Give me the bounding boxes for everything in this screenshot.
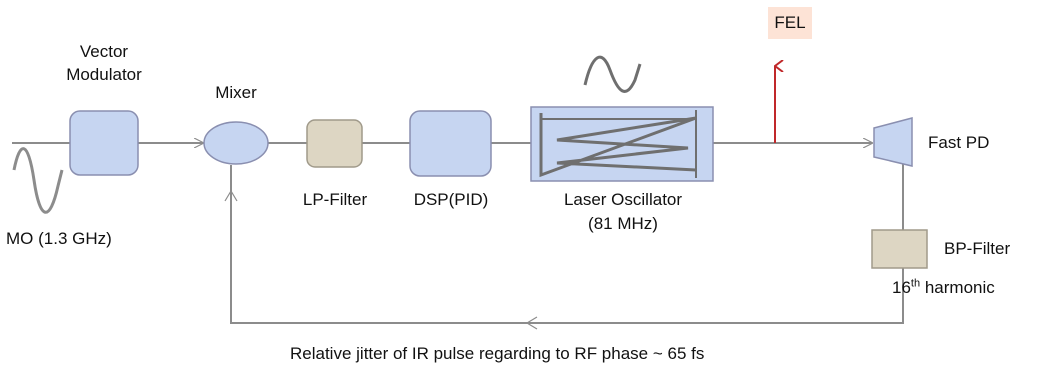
bp-filter-block <box>871 229 928 269</box>
harmonic-label: 16th harmonic <box>892 278 995 298</box>
harmonic-word: harmonic <box>920 278 995 297</box>
mixer-label: Mixer <box>215 83 257 102</box>
dsp-label: DSP(PID) <box>413 190 489 209</box>
laser-oscillator-label-line2: (81 MHz) <box>588 214 658 233</box>
feedback-arrow-mid <box>525 316 538 330</box>
laser-oscillator-label-line1: Laser Oscillator <box>563 190 683 209</box>
vector-modulator-label-line2: Modulator <box>66 65 142 84</box>
laser-zigzag-icon <box>539 113 697 178</box>
jitter-caption: Relative jitter of IR pulse regarding to… <box>290 344 705 363</box>
fast-pd-block <box>873 117 913 167</box>
dsp-block <box>409 110 492 177</box>
vector-modulator-label-line1: Vector <box>79 42 129 61</box>
fast-pd-label: Fast PD <box>928 133 990 152</box>
mo-label: MO (1.3 GHz) <box>6 229 112 248</box>
harmonic-number: 16 <box>892 278 911 297</box>
feedback-arrow-up <box>224 189 238 202</box>
lp-filter-block <box>306 119 363 168</box>
laser-sine-icon <box>583 55 642 93</box>
mo-sine-icon <box>12 147 64 214</box>
harmonic-suffix: th <box>910 277 921 290</box>
vector-modulator-block <box>69 110 139 176</box>
mixer-block <box>203 121 269 165</box>
bp-filter-label: BP-Filter <box>944 239 1011 258</box>
feedback-line <box>230 165 904 324</box>
lp-filter-label: LP-Filter <box>302 190 368 209</box>
fel-label: FEL <box>768 7 812 39</box>
